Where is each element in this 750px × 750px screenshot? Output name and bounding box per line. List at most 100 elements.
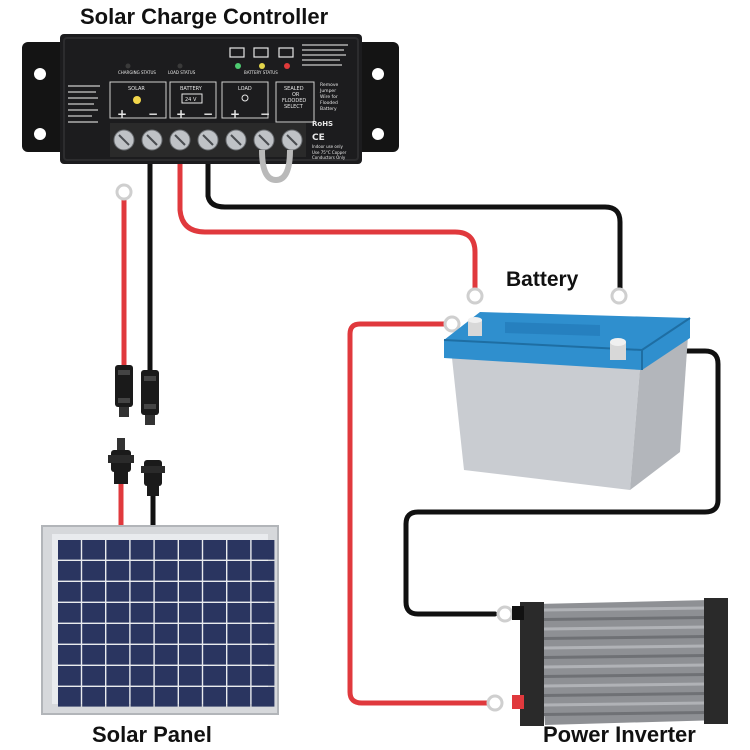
mc4-connector-top-red xyxy=(115,365,133,417)
solar-cell xyxy=(82,603,105,623)
solar-cell xyxy=(179,582,202,602)
inverter-end-cap-right xyxy=(704,598,728,724)
solar-cell xyxy=(82,540,105,560)
solar-cell xyxy=(106,561,130,581)
sealed-label: SEALED xyxy=(284,86,304,92)
solar-cell xyxy=(251,687,275,707)
inverter-fin xyxy=(543,606,707,612)
solar-cell xyxy=(130,687,154,707)
solar-cell xyxy=(154,624,178,644)
mc4-connector-bottom-black xyxy=(141,460,165,496)
solar-cell xyxy=(227,645,251,665)
power-inverter xyxy=(512,598,728,726)
solar-panel xyxy=(41,525,279,715)
battery-led-green xyxy=(235,63,241,69)
inverter-negative-wire xyxy=(403,348,721,617)
solar-cell xyxy=(130,582,154,602)
inverter-fin xyxy=(543,692,707,697)
terminal-screws xyxy=(110,123,306,157)
solar-cell xyxy=(179,624,202,644)
inverter-fin xyxy=(543,701,707,707)
battery-led-yellow xyxy=(259,63,265,69)
inverter-fin xyxy=(543,673,707,678)
solar-cell xyxy=(203,666,226,686)
sun-icon xyxy=(133,96,141,104)
solar-cell xyxy=(106,687,130,707)
solar-cell xyxy=(251,582,275,602)
terminal-sign: − xyxy=(148,107,158,121)
inverter-fin xyxy=(543,644,707,650)
rohs-mark: RoHS xyxy=(312,120,333,128)
or-label: OR xyxy=(292,92,300,98)
terminal-sign: − xyxy=(203,107,213,121)
solar-cell xyxy=(82,582,105,602)
solar-cell xyxy=(154,582,178,602)
battery-section xyxy=(169,81,217,119)
controller-title: Solar Charge Controller xyxy=(80,4,329,29)
charging-status-label: CHARGING STATUS xyxy=(118,70,156,75)
battery-positive-post xyxy=(468,320,482,336)
mount-hole xyxy=(372,128,384,140)
solar-cell xyxy=(58,540,81,560)
solar-cell xyxy=(82,624,105,644)
mc4-connector-bottom-red xyxy=(108,438,134,484)
terminal-sign: + xyxy=(230,107,240,121)
solar-cell xyxy=(154,540,178,560)
sealed-flooded-box xyxy=(275,81,315,123)
charging-led xyxy=(125,63,131,69)
solar-cell xyxy=(58,561,81,581)
voltage-label: 24 V xyxy=(185,97,197,103)
solar-cell xyxy=(106,666,130,686)
copper-note-2: Conductors Only xyxy=(312,155,346,160)
solar-cell xyxy=(251,540,275,560)
solar-cell xyxy=(130,624,154,644)
ring-terminal xyxy=(443,315,461,333)
solar-cell xyxy=(203,582,226,602)
solar-cell xyxy=(58,603,81,623)
solar-cell xyxy=(179,603,202,623)
jumper-note-2: Jumper xyxy=(319,88,336,94)
inverter-fin xyxy=(543,625,707,631)
solar-cell xyxy=(106,603,130,623)
solar-cell xyxy=(203,624,226,644)
mount-hole xyxy=(34,68,46,80)
indoor-note: Indoor use only xyxy=(312,144,344,149)
flooded-label: FLOODED xyxy=(282,98,306,104)
solar-cell xyxy=(251,624,275,644)
battery xyxy=(443,312,691,490)
inverter-negative-terminal xyxy=(512,606,524,620)
solar-cell xyxy=(154,687,178,707)
inverter-positive-terminal xyxy=(512,695,524,709)
inverter-fin xyxy=(543,682,707,688)
ring-terminal xyxy=(610,287,628,305)
solar-cell xyxy=(82,666,105,686)
inverter-fin xyxy=(543,663,707,669)
jumper-note-4: Flooded xyxy=(320,100,338,106)
battery-title: Battery xyxy=(506,268,579,291)
solar-cell xyxy=(179,561,202,581)
solar-cell xyxy=(251,603,275,623)
solar-cell xyxy=(154,603,178,623)
solar-cell xyxy=(82,645,105,665)
solar-cell xyxy=(227,582,251,602)
battery-positive-wire xyxy=(177,157,478,293)
battery-case xyxy=(452,358,640,490)
solar-cell xyxy=(227,624,251,644)
solar-cell xyxy=(203,540,226,560)
battery-negative-wire xyxy=(205,157,623,295)
controller-flange-right xyxy=(355,42,399,152)
jumper-wire xyxy=(259,149,293,184)
terminal-sign: − xyxy=(260,107,270,121)
solar-panel-title: Solar Panel xyxy=(92,722,212,747)
inverter-cooling-fins xyxy=(543,606,707,716)
inverter-fin xyxy=(543,711,707,716)
controller-flange-left xyxy=(22,42,70,152)
solar-cell xyxy=(106,624,130,644)
ring-terminal xyxy=(466,287,484,305)
terminal-sign: + xyxy=(176,107,186,121)
solar-cell xyxy=(154,561,178,581)
solar-cell xyxy=(154,645,178,665)
solar-cell xyxy=(203,645,226,665)
jumper-note-5: Battery xyxy=(320,106,337,112)
